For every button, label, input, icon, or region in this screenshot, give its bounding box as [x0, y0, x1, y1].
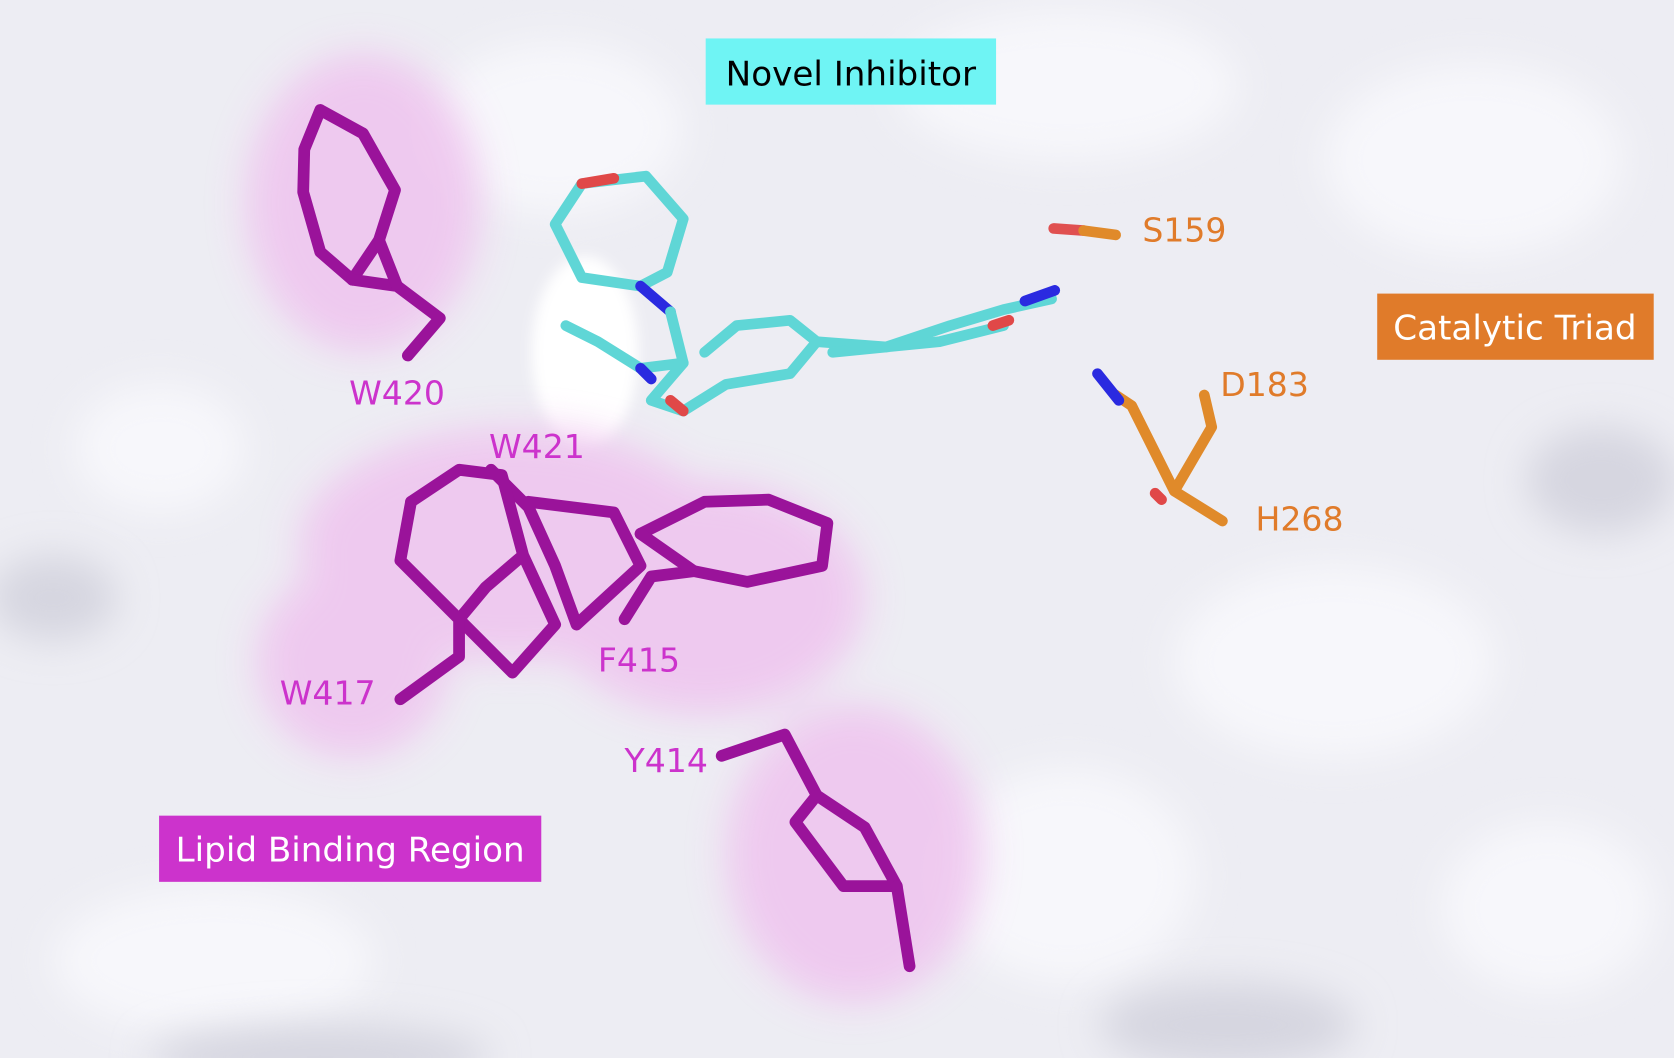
w421-stick	[485, 463, 647, 631]
y414-stick	[715, 728, 903, 892]
residue-labels: S159 D183 H268 W420 W421 W417 F415 Y414	[280, 210, 1344, 780]
label-d183: D183	[1220, 365, 1309, 404]
label-h268: H268	[1256, 500, 1344, 539]
lipid-binding-surface	[245, 53, 983, 1004]
inhibitor-stick	[549, 170, 1061, 417]
novel-inhibitor-label: Novel Inhibitor	[726, 54, 977, 94]
lipid-binding-region-label: Lipid Binding Region	[176, 831, 525, 871]
label-y414: Y414	[624, 741, 708, 780]
w417-stick	[405, 463, 562, 679]
label-w421: W421	[489, 427, 585, 466]
label-s159: S159	[1142, 210, 1226, 249]
label-w417: W417	[280, 674, 376, 713]
f415-stick	[618, 493, 834, 626]
catalytic-triad-sticks	[1048, 223, 1228, 527]
catalytic-triad-label: Catalytic Triad	[1393, 309, 1636, 349]
label-f415: F415	[598, 641, 680, 680]
lipid-residue-sticks	[297, 104, 916, 973]
d183-stick	[1169, 389, 1228, 527]
label-w420: W420	[349, 374, 445, 413]
legend-catalytic-triad: Catalytic Triad	[1377, 293, 1654, 360]
legend-lipid-binding-region: Lipid Binding Region	[159, 815, 542, 882]
legend-novel-inhibitor: Novel Inhibitor	[705, 38, 997, 105]
